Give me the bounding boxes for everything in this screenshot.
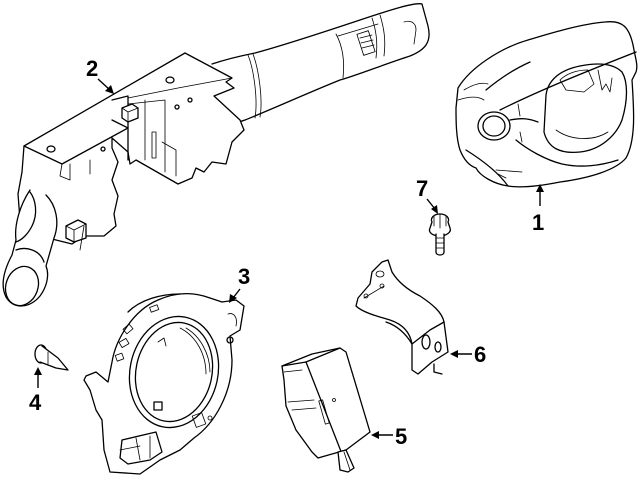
control-module[interactable] <box>281 347 371 473</box>
screw[interactable] <box>34 344 69 371</box>
callout-2: 2 <box>86 56 114 94</box>
callout-number: 3 <box>238 264 250 289</box>
turn-signal-stalk <box>2 189 58 307</box>
callout-number: 6 <box>474 342 486 367</box>
callout-number: 7 <box>416 176 428 201</box>
callout-4: 4 <box>29 367 42 415</box>
steering-column-shroud[interactable] <box>455 20 638 188</box>
callout-1: 1 <box>532 184 544 235</box>
wiper-stalk <box>211 3 430 123</box>
callout-number: 2 <box>86 56 98 81</box>
callout-number: 5 <box>395 424 407 449</box>
callout-3: 3 <box>229 264 250 303</box>
bolt[interactable] <box>428 213 452 256</box>
callout-5: 5 <box>371 424 407 449</box>
mounting-bracket[interactable] <box>355 259 449 375</box>
clock-spring[interactable] <box>83 293 245 475</box>
combination-switch[interactable] <box>0 3 430 311</box>
callout-number: 4 <box>29 390 42 415</box>
callout-6: 6 <box>450 342 486 367</box>
callout-7: 7 <box>416 176 438 214</box>
callout-number: 1 <box>532 210 544 235</box>
